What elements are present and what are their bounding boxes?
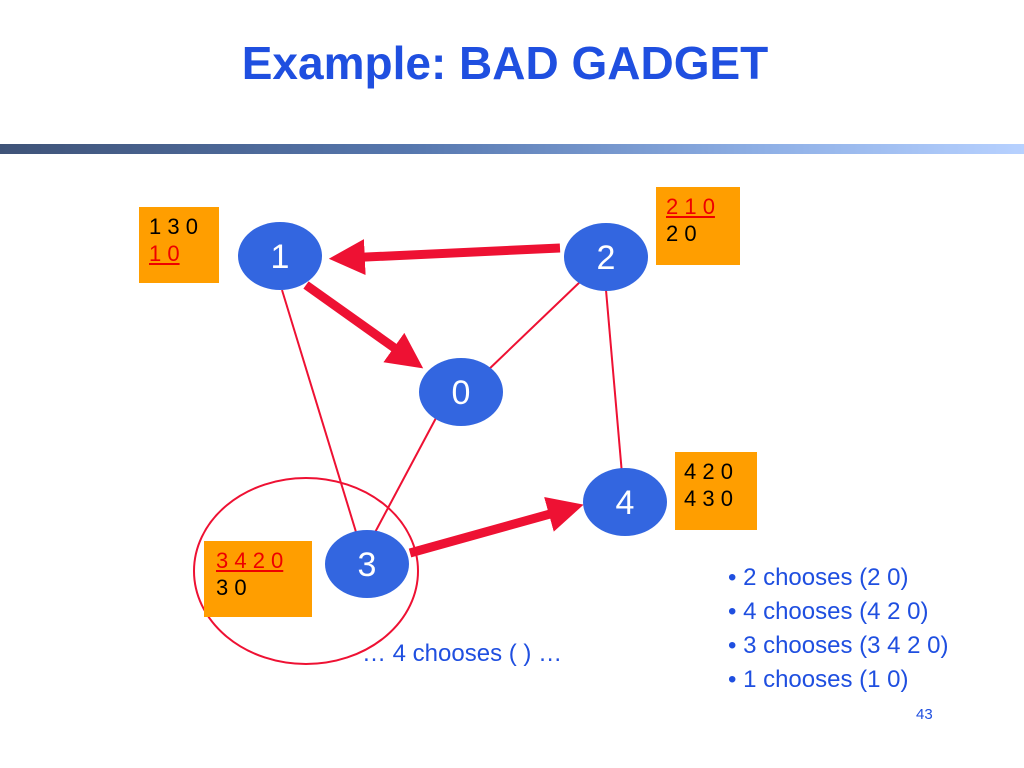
node-4-path-2: 4 3 0 bbox=[684, 486, 733, 511]
arrow-3-to-4 bbox=[408, 496, 584, 558]
page-number: 43 bbox=[916, 706, 933, 723]
node-1-path-2-selected: 1 0 bbox=[149, 241, 180, 266]
bullet-item: • 1 chooses (1 0) bbox=[728, 666, 909, 693]
node-4-path-table: 4 2 0 4 3 0 bbox=[675, 452, 757, 530]
node-4-label: 4 bbox=[616, 484, 635, 522]
title-divider bbox=[0, 144, 1024, 154]
node-2: 2 bbox=[564, 223, 648, 291]
node-2-path-2: 2 0 bbox=[666, 221, 697, 246]
node-4-choice-note: … 4 chooses ( ) … bbox=[362, 640, 563, 667]
node-1-label: 1 bbox=[271, 238, 290, 276]
node-3: 3 bbox=[325, 530, 409, 598]
edge-0-3 bbox=[371, 417, 437, 539]
node-4: 4 bbox=[583, 468, 667, 536]
node-1: 1 bbox=[238, 222, 322, 290]
edge-2-4 bbox=[605, 289, 623, 475]
node-0-label: 0 bbox=[452, 374, 471, 412]
choice-bullet-list: • 2 chooses (2 0) • 4 chooses (4 2 0) • … bbox=[728, 561, 949, 697]
edge-1-3 bbox=[281, 289, 357, 533]
bullet-item: • 3 chooses (3 4 2 0) bbox=[728, 632, 949, 659]
node-0: 0 bbox=[419, 358, 503, 426]
node-2-path-table: 2 1 0 2 0 bbox=[656, 187, 740, 265]
edge-2-0 bbox=[485, 279, 583, 373]
bullet-item: • 4 chooses (4 2 0) bbox=[728, 598, 929, 625]
arrow-2-to-1 bbox=[328, 239, 561, 276]
node-3-highlight-circle bbox=[193, 477, 419, 665]
node-4-path-1: 4 2 0 bbox=[684, 459, 733, 484]
arrow-1-to-0 bbox=[303, 281, 424, 369]
node-2-path-1-selected: 2 1 0 bbox=[666, 194, 715, 219]
bullet-item: • 2 chooses (2 0) bbox=[728, 564, 909, 591]
slide-title: Example: BAD GADGET bbox=[241, 37, 769, 89]
node-2-label: 2 bbox=[597, 239, 616, 277]
node-1-path-1: 1 3 0 bbox=[149, 214, 198, 239]
node-3-label: 3 bbox=[358, 546, 377, 584]
node-3-path-1-selected: 3 4 2 0 bbox=[216, 548, 284, 573]
node-1-path-table: 1 3 0 1 0 bbox=[139, 207, 219, 283]
node-3-path-table: 3 4 2 0 3 0 bbox=[204, 541, 312, 617]
node-3-path-2: 3 0 bbox=[216, 575, 247, 600]
